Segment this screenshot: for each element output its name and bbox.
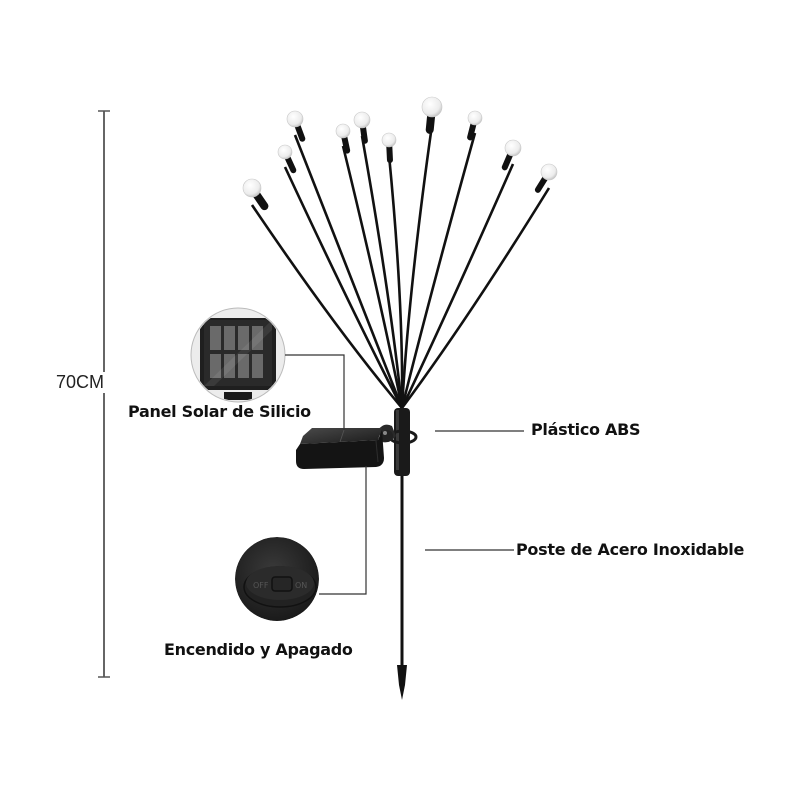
stem: [400, 132, 477, 409]
led-bulb: [353, 111, 371, 129]
switch-closeup: OFF ON: [235, 537, 319, 621]
panel-body: [296, 430, 384, 469]
bulb-socket: [359, 123, 368, 144]
solar-cell: [224, 354, 235, 378]
stem: [341, 145, 404, 409]
bulb-socket: [386, 142, 393, 163]
stem: [400, 124, 434, 409]
switch-label: Encendido y Apagado: [164, 640, 353, 659]
stem: [360, 135, 404, 409]
switch-slider: [271, 576, 293, 592]
solar-panel-closeup: [190, 307, 286, 403]
height-dimension: [98, 110, 110, 678]
stem: [400, 163, 515, 409]
bulb-socket: [284, 154, 297, 174]
panel-top: [300, 428, 382, 444]
bulb-socket: [534, 174, 549, 193]
solar-panel-label: Panel Solar de Silicio: [128, 402, 311, 421]
led-bulb: [286, 110, 304, 128]
leader-lines: [285, 354, 524, 595]
leader-switch: [319, 466, 367, 595]
stem: [283, 166, 404, 409]
solar-cell: [252, 326, 263, 350]
solar-cell: [210, 326, 221, 350]
led-bulb: [242, 178, 262, 198]
led-bulb: [467, 110, 483, 126]
led-bulb: [421, 96, 443, 118]
stem: [250, 204, 403, 409]
leader-solar: [285, 354, 345, 430]
steel-pole-label: Poste de Acero Inoxidable: [516, 540, 745, 559]
solar-cell: [238, 326, 249, 350]
bulb-socket: [467, 120, 477, 141]
stem: [400, 187, 551, 409]
bulbs-group: [242, 96, 558, 211]
solar-cells: [210, 326, 263, 378]
height-label: 70CM: [56, 372, 107, 393]
led-bulb: [335, 123, 351, 139]
led-bulb: [540, 163, 558, 181]
switch-off-text: OFF: [253, 581, 269, 590]
solar-cell: [224, 326, 235, 350]
abs-plastic-label: Plástico ABS: [531, 420, 641, 439]
bulb-socket: [425, 111, 436, 134]
switch-on-text: ON: [295, 581, 307, 590]
pole-spike: [397, 665, 407, 700]
abs-hub: [388, 408, 418, 476]
stems-group: [250, 124, 551, 409]
led-bulb: [381, 132, 397, 148]
bulb-socket: [501, 151, 514, 171]
solar-cell: [252, 354, 263, 378]
stem: [293, 134, 404, 409]
led-bulb: [504, 139, 522, 157]
led-bulb: [277, 144, 293, 160]
bulb-socket: [341, 133, 351, 154]
bulb-socket: [252, 190, 269, 211]
stem: [387, 154, 404, 409]
solar-cell: [238, 354, 249, 378]
solar-cell: [210, 354, 221, 378]
bulb-socket: [294, 122, 306, 142]
steel-pole: [397, 470, 407, 700]
solar-panel-box: [296, 424, 396, 469]
